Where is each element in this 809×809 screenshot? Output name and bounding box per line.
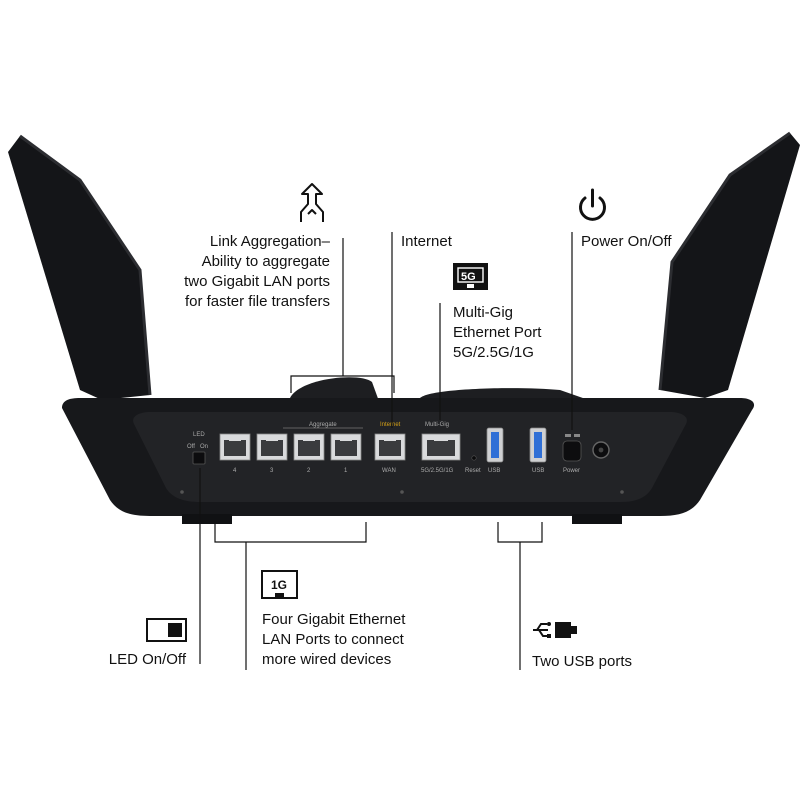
lan-ports-line-2: LAN Ports to connect [262,631,404,648]
internet-callout-text: Internet [401,233,452,250]
lan-ports-line-3: more wired devices [262,651,392,668]
port-1-label: 1 [344,468,348,474]
power-button[interactable] [562,440,582,462]
dc-power-jack-pin [598,447,604,453]
wan-label: WAN [382,468,396,474]
power-callout-text: Power On/Off [581,233,672,250]
internet-callout: Internet [401,232,452,252]
router-foot-left [182,514,232,524]
reset-label: Reset [465,468,481,474]
internet-panel-label: Internet [380,422,401,428]
multi-gig-line-3: 5G/2.5G/1G [453,344,534,361]
led-switch[interactable] [192,451,206,465]
usb-b-label: USB [532,468,544,474]
usb-callout: Two USB ports [532,652,632,672]
lan-port-3[interactable] [256,433,288,461]
lan-port-4[interactable] [219,433,251,461]
power-indicator-icons [565,434,580,437]
usb-port-b[interactable] [529,427,547,463]
port-3-label: 3 [270,468,274,474]
multi-gig-callout: Multi-Gig Ethernet Port 5G/2.5G/1G [453,303,541,363]
link-aggregation-line-1: Link Aggregation– [209,233,330,250]
lan-ports-callout: Four Gigabit Ethernet LAN Ports to conne… [262,610,405,670]
led-off-label: Off [187,444,195,450]
multigig-panel-label: Multi-Gig [425,422,449,428]
usb-callout-text: Two USB ports [532,653,633,670]
usb-port-a[interactable] [486,427,504,463]
link-aggregation-icon [300,183,324,222]
power-icon [579,188,606,221]
five-g-badge-icon: 5G [453,263,488,290]
lan-port-2[interactable] [293,433,325,461]
led-switch-icon [146,618,187,642]
led-on-label: On [200,444,208,450]
svg-text:5G: 5G [461,271,476,283]
usb-a-label: USB [488,468,500,474]
wan-port[interactable] [374,433,406,461]
link-aggregation-callout: Link Aggregation– Ability to aggregate t… [150,232,330,312]
multigig-speed-label: 5G/2.5G/1G [421,468,454,474]
led-callout-text: LED On/Off [108,651,186,668]
power-panel-label: Power [563,468,580,474]
right-antenna-edge [658,131,791,391]
left-antenna [8,136,150,400]
callout-lines [199,232,573,670]
svg-text:1G: 1G [271,578,287,592]
router-top-hump-left [290,377,380,404]
left-antenna-edge [19,134,152,396]
usb-icon [533,622,577,638]
port-4-label: 4 [233,468,237,474]
aggregate-label: Aggregate [309,422,337,428]
screw-center [400,490,404,494]
led-callout: LED On/Off [96,650,186,670]
screw-right [620,490,624,494]
power-callout: Power On/Off [581,232,672,252]
one-g-badge-icon: 1G [261,570,298,599]
port-2-label: 2 [307,468,311,474]
link-aggregation-line-4: for faster file transfers [184,293,330,310]
router-foot-right [572,514,622,524]
link-aggregation-line-2: Ability to aggregate [201,253,330,270]
lan-ports-line-1: Four Gigabit Ethernet [262,611,406,628]
right-antenna [660,133,800,398]
multigig-port[interactable] [421,433,461,461]
lan-port-1[interactable] [330,433,362,461]
reset-button[interactable] [471,455,477,461]
screw-left [180,490,184,494]
multi-gig-line-2: Ethernet Port [453,324,542,341]
led-switch-label: LED [193,432,205,438]
link-aggregation-line-3: two Gigabit LAN ports [184,273,330,290]
multi-gig-line-1: Multi-Gig [453,304,514,321]
